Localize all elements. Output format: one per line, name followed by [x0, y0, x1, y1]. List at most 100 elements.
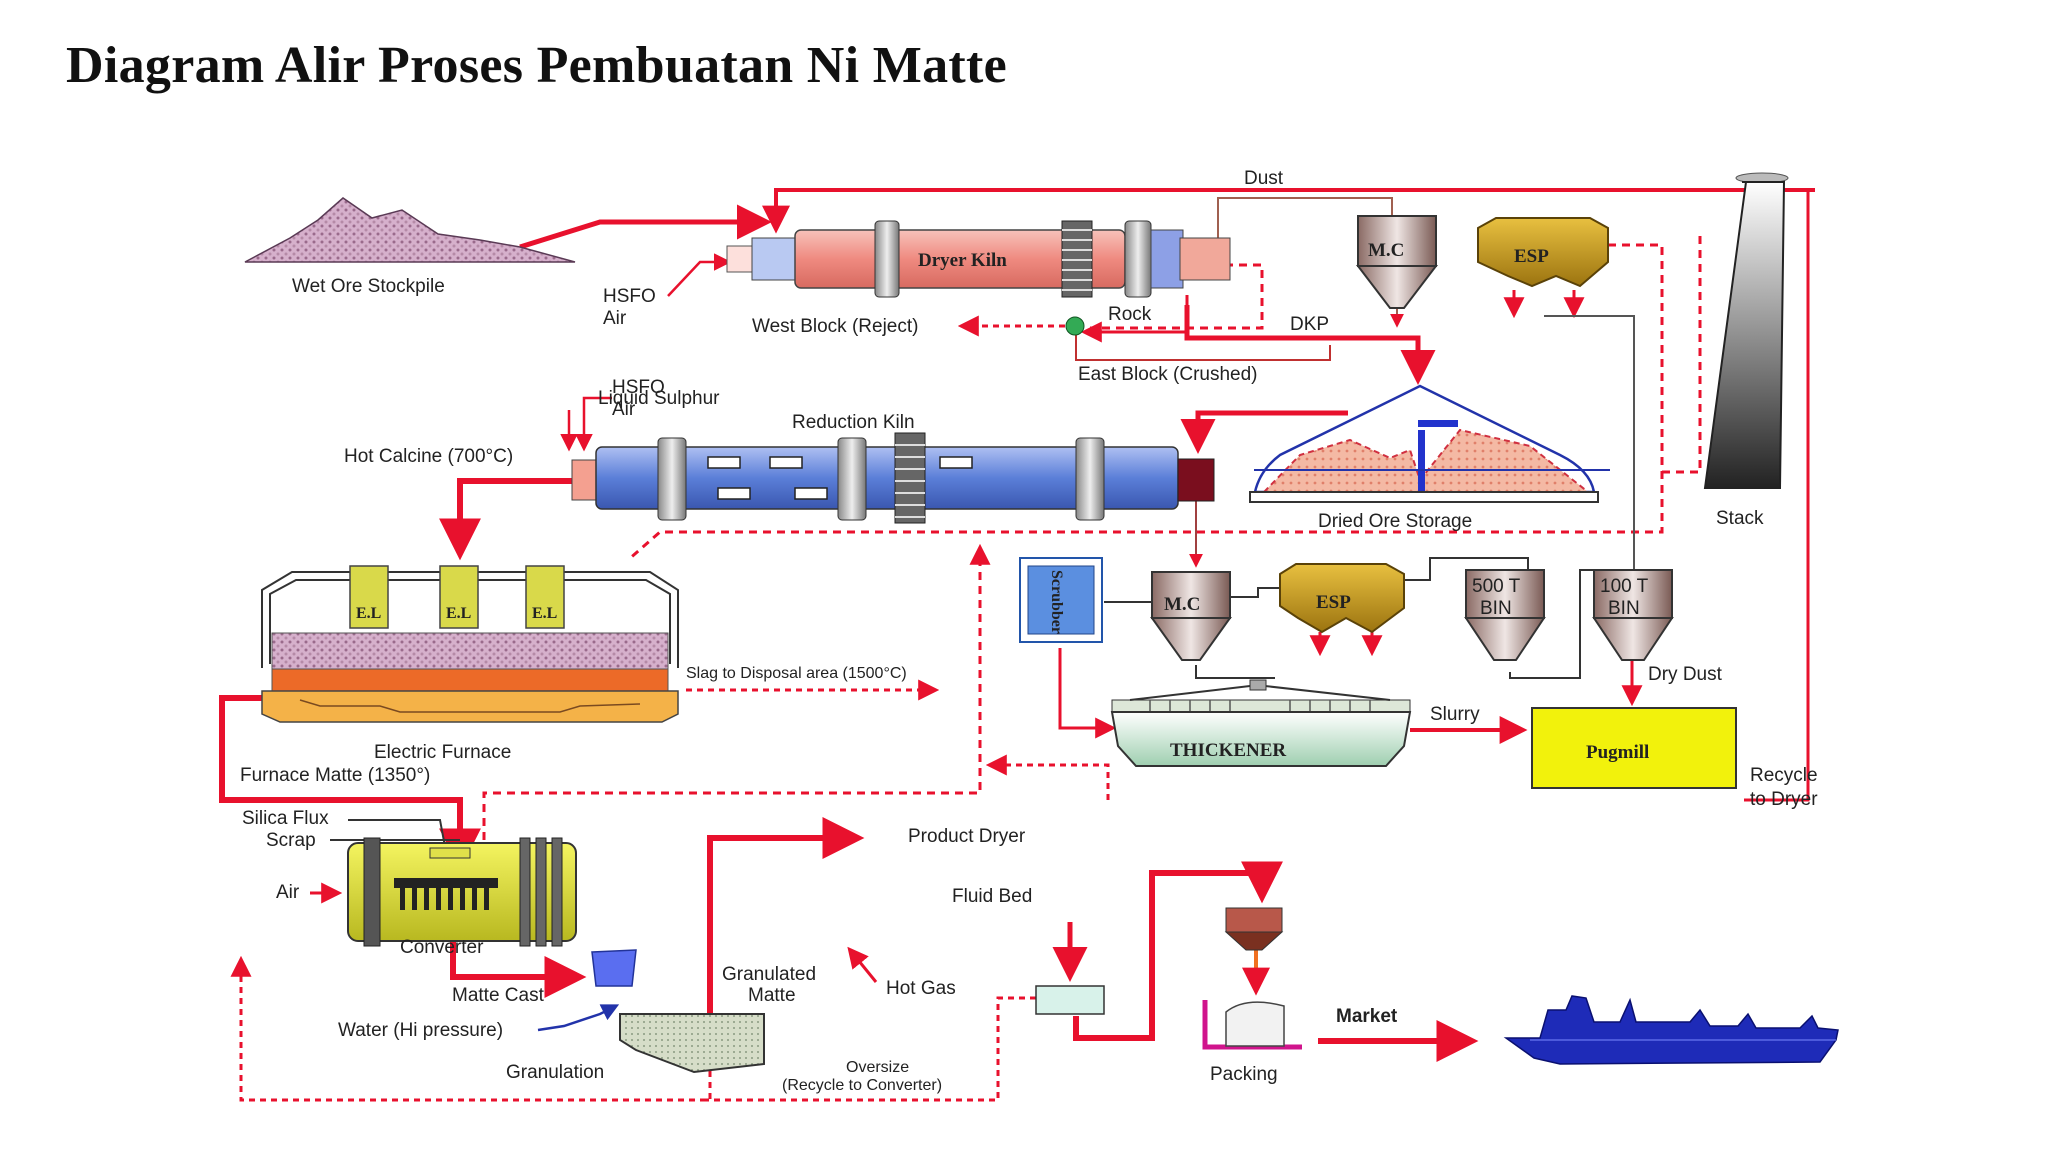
reduction-kiln-label: Reduction Kiln [792, 412, 915, 433]
electric-furnace-label: Electric Furnace [374, 742, 511, 763]
dryer-kiln-label: Dryer Kiln [918, 250, 1007, 271]
dryer-kiln [726, 220, 1231, 336]
converter-to-cast-line [450, 942, 587, 998]
dried-ore-storage-label: Dried Ore Storage [1318, 511, 1472, 532]
water-hi-pressure-label: Water (Hi pressure) [338, 1020, 503, 1041]
hsfo-air-reduction-line [575, 396, 612, 452]
east-block-line [1075, 332, 1331, 361]
silica-flux-line [348, 819, 447, 853]
rock-label: Rock [1108, 304, 1152, 325]
mc-esp-top-connector [1217, 197, 1393, 262]
thickener-label: THICKENER [1170, 740, 1286, 761]
packing-label: Packing [1210, 1064, 1278, 1085]
packing-conveyor-line [1202, 1000, 1302, 1050]
granulated-to-dryer-line [707, 817, 865, 1020]
slag-disposal-label: Slag to Disposal area (1500°C) [686, 665, 907, 682]
water-line [537, 1004, 620, 1032]
fluid-bed-label: Fluid Bed [952, 886, 1032, 907]
wet-ore-stockpile-label: Wet Ore Stockpile [292, 276, 445, 297]
mc-to-thickener-line [1195, 665, 1275, 679]
stack [1703, 172, 1789, 489]
oversize-line1: Oversize [846, 1059, 909, 1076]
packing-bag [1225, 1001, 1285, 1047]
east-block-label: East Block (Crushed) [1078, 364, 1258, 385]
packing-hopper [1224, 907, 1284, 951]
thickener-return-dashed [985, 754, 1110, 800]
slurry-label: Slurry [1430, 704, 1480, 725]
storage-to-reduction-line [1180, 410, 1348, 454]
matte-cast-label: Matte Cast [452, 985, 545, 1006]
mc-mid-label: M.C [1164, 594, 1200, 615]
granulation-tank [619, 1013, 765, 1074]
hsfo-1-label: HSFO [603, 286, 656, 307]
esp-mid [1279, 563, 1405, 634]
dkp-dashed-line [1090, 263, 1264, 330]
hsfo-air-dryer-line [667, 253, 732, 297]
west-block-label: West Block (Reject) [752, 316, 918, 337]
dried-ore-storage [1249, 384, 1610, 503]
product-dryer-label: Product Dryer [908, 826, 1026, 847]
converter-dust-dashed [482, 543, 991, 840]
reduction-kiln [571, 432, 1215, 524]
thickener [1110, 679, 1412, 767]
granulated-matte-line2: Matte [748, 985, 796, 1006]
esp-mid-label: ESP [1316, 592, 1351, 613]
air-3-label: Air [276, 882, 300, 903]
electrode-2-label: E.L [446, 605, 471, 622]
mechanical-collector-mid [1150, 571, 1232, 661]
mechanical-collector-top [1355, 215, 1439, 309]
market-label: Market [1336, 1006, 1398, 1027]
hot-calcine-line [439, 478, 578, 561]
bin-500t [1464, 569, 1546, 661]
esp-top-label: ESP [1514, 246, 1549, 267]
bin-100-line2: BIN [1608, 598, 1640, 619]
hot-calcine-label: Hot Calcine (700°C) [344, 446, 513, 467]
esp-to-stack-dashed [627, 243, 1664, 562]
oversize-dashed [706, 996, 1036, 1102]
wet-ore-feed-line [519, 204, 772, 250]
bin-500-line2: BIN [1480, 598, 1512, 619]
bin-500-line1: 500 T [1472, 576, 1521, 597]
flow-lines [219, 188, 1815, 1102]
oversize-line2: (Recycle to Converter) [782, 1077, 942, 1094]
silica-flux-label: Silica Flux [242, 808, 329, 829]
scrubber-to-thickener-line [1058, 648, 1117, 739]
recycle-to-dryer-line1: Recycle [1750, 765, 1818, 786]
scrubber-label: Scrubber [1048, 570, 1065, 634]
converter [347, 837, 577, 947]
converter-label: Converter [400, 937, 484, 958]
esp-top-to-bin100-line [1544, 315, 1635, 570]
dryer-to-storage-line [1184, 305, 1436, 385]
hsfo-2-label: HSFO [612, 377, 665, 398]
electrode-3-label: E.L [532, 605, 557, 622]
matte-cast-ladle [591, 949, 637, 987]
bin-100-line1: 100 T [1600, 576, 1649, 597]
furnace-matte-label: Furnace Matte (1350°) [240, 765, 430, 786]
scrap-label: Scrap [266, 830, 316, 851]
dust-line [762, 188, 1815, 234]
air-2-label: Air [612, 399, 636, 420]
mc-to-esp-mid-line [1226, 587, 1290, 598]
air-1-label: Air [603, 308, 627, 329]
granulation-label: Granulation [506, 1062, 604, 1083]
hot-gas-label: Hot Gas [886, 978, 956, 999]
fluid-bed-to-packing-line [1073, 861, 1283, 1041]
pugmill-label: Pugmill [1586, 742, 1649, 763]
bin-100t [1592, 569, 1674, 661]
esp-top [1477, 217, 1609, 288]
slide-title: Diagram Alir Proses Pembuatan Ni Matte [66, 37, 1008, 94]
dkp-label: DKP [1290, 314, 1329, 335]
furnace-matte-line [219, 695, 481, 871]
cargo-ship [1503, 995, 1839, 1065]
stack-feed-dashed [1662, 230, 1702, 474]
granulated-matte-line1: Granulated [722, 964, 816, 985]
dry-dust-label: Dry Dust [1648, 664, 1723, 685]
liquid-sulphur-label: Liquid Sulphur [598, 388, 720, 409]
esp-to-bins-line [1403, 557, 1529, 581]
fluid-bed [1035, 985, 1105, 1015]
mc-top-label: M.C [1368, 240, 1404, 261]
recycle-to-dryer-line2: to Dryer [1750, 789, 1818, 810]
electrode-1-label: E.L [356, 605, 381, 622]
stack-label: Stack [1716, 508, 1764, 529]
